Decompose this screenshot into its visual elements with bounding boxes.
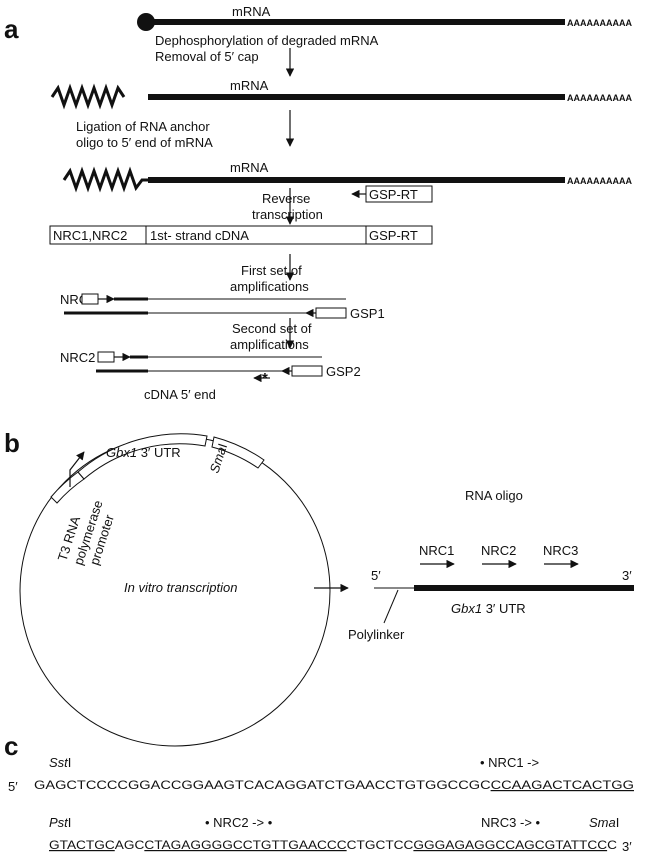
psti-label: PstI	[49, 815, 71, 830]
step2-line2: oligo to 5′ end of mRNA	[76, 135, 213, 150]
gbx1-label: Gbx1 3′ UTR	[106, 445, 181, 460]
smai-c-suffix: I	[616, 815, 620, 830]
gbx1-utr-italic: Gbx1	[451, 601, 482, 616]
nrc2-primer-box	[97, 351, 115, 363]
utr-suffix: 3′ UTR	[137, 445, 181, 460]
seq2-pst: GTACTGC	[49, 838, 115, 852]
in-vitro-label: In vitro transcription	[124, 580, 237, 595]
seq2-nrc3: GGGAGAGGCCAGCGTATTCC	[413, 838, 607, 852]
polylinker-pointer	[383, 589, 399, 624]
seq1-plain: GAGCTCCCCGGACCGGAAGTCACAGGATCTGAACCTGTGG…	[34, 778, 491, 792]
t3-promoter-arrow	[69, 451, 85, 487]
psti-suffix: I	[68, 815, 72, 830]
oligo-five-prime: 5′	[371, 568, 381, 583]
seq2-gap1: AGC	[115, 838, 145, 852]
step3-line2: transcription	[252, 207, 323, 222]
nrc2-mark: • NRC2 -> •	[205, 815, 273, 830]
five-prime-c: 5′	[8, 779, 18, 794]
panel-a: a mRNA AAAAAAAAAA Dephosphorylation of d…	[4, 4, 632, 402]
nrc2-label: NRC2	[60, 350, 95, 365]
t3-segment	[50, 471, 85, 504]
seq1-nrc1: CCAAGACTCACTGG	[491, 778, 634, 792]
panel-b-label: b	[4, 428, 20, 458]
sequence-line-1: GAGCTCCCCGGACCGGAAGTCACAGGATCTGAACCTGTGG…	[34, 778, 634, 792]
nrc2-b-label: NRC2	[481, 543, 516, 558]
step4-line2: amplifications	[230, 279, 309, 294]
cap-circle	[137, 13, 155, 31]
polya-tail-1: AAAAAAAAAA	[567, 18, 632, 28]
smai-c-italic: Sma	[589, 815, 616, 830]
cdna-end-label: cDNA 5′ end	[144, 387, 216, 402]
oligo-three-prime: 3′	[622, 568, 632, 583]
smai-suffix: I	[215, 441, 230, 449]
rna-oligo-label: RNA oligo	[465, 488, 523, 503]
gsp2-label: GSP2	[326, 364, 361, 379]
seq2-nrc2: CTAGAGGGGCCTGTTGAACCC	[144, 838, 347, 852]
seq2-end: C	[607, 838, 617, 852]
polya-tail-3: AAAAAAAAAA	[567, 176, 632, 186]
cdna-label: 1st- strand cDNA	[150, 228, 249, 243]
nrc1-b-label: NRC1	[419, 543, 454, 558]
polya-tail-2: AAAAAAAAAA	[567, 93, 632, 103]
utr-segment	[77, 433, 208, 480]
step3-line1: Reverse	[262, 191, 310, 206]
panel-a-label: a	[4, 14, 19, 44]
panel-c-label: c	[4, 731, 18, 761]
anchor-zigzag-2	[62, 166, 148, 193]
ssti-suffix: I	[68, 755, 72, 770]
nrc12-label: NRC1,NRC2	[53, 228, 127, 243]
smai-label: SmaI	[207, 441, 231, 475]
gsp2-primer-box	[291, 365, 323, 377]
mrna-label-2: mRNA	[230, 78, 269, 93]
three-prime-c: 3′	[622, 839, 632, 854]
step4-line1: First set of	[241, 263, 302, 278]
step5-line2: amplifications	[230, 337, 309, 352]
gbx1-italic: Gbx1	[106, 445, 137, 460]
step5-line1: Second set of	[232, 321, 312, 336]
right-segment	[211, 436, 265, 469]
anchor-zigzag-1	[50, 83, 126, 110]
mrna-label-1: mRNA	[232, 4, 271, 19]
seq2-gap2: CTGCTCC	[347, 838, 414, 852]
panel-c: c SstI • NRC1 -> 5′ GAGCTCCCCGGACCGGAAGT…	[4, 731, 634, 854]
smai-c-label: SmaI	[589, 815, 619, 830]
step1-line1: Dephosphorylation of degraded mRNA	[155, 33, 379, 48]
ssti-label: SstI	[49, 755, 71, 770]
gsp1-primer-box	[315, 307, 347, 319]
nrc3-mark: NRC3 -> •	[481, 815, 541, 830]
asterisk: *	[262, 370, 268, 387]
nrc3-b-label: NRC3	[543, 543, 578, 558]
gsp-rt-label: GSP-RT	[369, 187, 418, 202]
gbx1-utr-suffix: 3′ UTR	[482, 601, 526, 616]
step1-line2: Removal of 5′ cap	[155, 49, 259, 64]
psti-italic: Pst	[49, 815, 69, 830]
step2-line1: Ligation of RNA anchor	[76, 119, 210, 134]
mrna-label-3: mRNA	[230, 160, 269, 175]
nrc1-mark: • NRC1 ->	[480, 755, 539, 770]
panel-b: b Gbx1 3′ UTR SmaI T3 RNA polymerase pro…	[4, 428, 634, 747]
gbx1-utr-label: Gbx1 3′ UTR	[451, 601, 526, 616]
gsp1-label: GSP1	[350, 306, 385, 321]
gsp-rt-box-2	[365, 225, 433, 245]
gsp-rt-label-2: GSP-RT	[369, 228, 418, 243]
nrc1-primer-box	[81, 293, 99, 305]
ssti-italic: Sst	[49, 755, 69, 770]
polylinker-label: Polylinker	[348, 627, 405, 642]
